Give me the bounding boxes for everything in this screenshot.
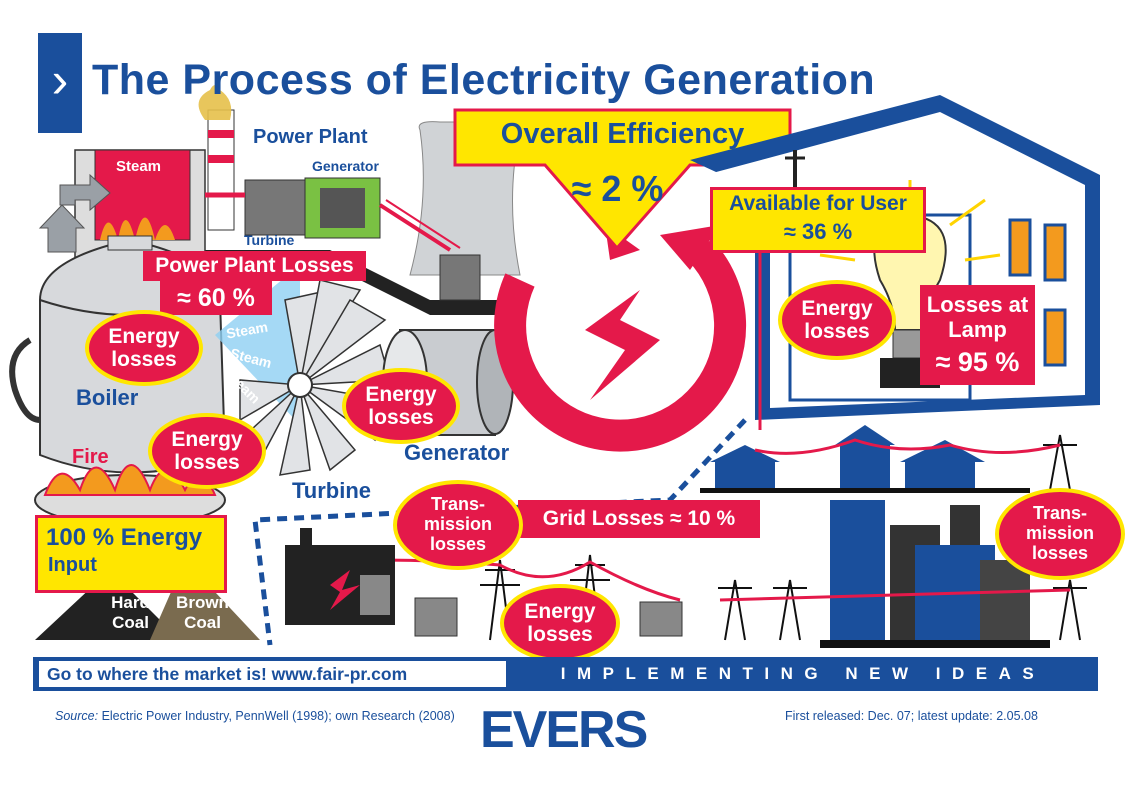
label-fire: Fire [72,446,109,468]
energy-losses-fire: Energy losses [148,413,266,489]
label-steam-top: Steam [116,158,162,175]
label-generator-top: Generator [312,158,379,174]
ellipse-text-1: Energy [801,296,873,320]
overall-efficiency-value: ≈ 2 % [571,168,664,209]
hard-coal-line1: Hard [111,593,150,612]
hard-coal [35,570,180,640]
losses-at-lamp-value: ≈ 95 % [935,346,1020,377]
hard-coal-label: Hard Coal [98,593,163,633]
energy-input-line1: 100 % Energy [46,524,203,551]
brown-coal-line2: Coal [184,613,221,632]
ellipse-text-1: Energy [171,427,243,451]
available-for-user-label: Available for User [729,192,907,215]
title-accent-bar [38,33,82,133]
footer-slogan: IMPLEMENTING NEW IDEAS [508,657,1098,691]
energy-input-box: 100 % Energy Input [35,515,227,593]
energy-losses-grid: Energy losses [500,584,620,662]
ellipse-text-1: Trans- [430,494,486,515]
losses-at-lamp-line2: Lamp [948,317,1007,343]
lightning-bolt-icon [585,290,660,400]
label-turbine-top: Turbine [244,232,295,248]
ellipse-text-2: losses [174,451,240,474]
grid-boundary [252,418,747,646]
available-for-user-value: ≈ 36 % [783,219,853,244]
chimney [207,109,235,231]
brown-coal-label: Brown Coal [170,593,235,633]
ellipse-text-2: losses [111,348,177,371]
available-for-user-box: Available for User ≈ 36 % [710,187,926,253]
ellipse-text-1: Energy [524,599,596,623]
airflow-arrow [38,204,86,253]
source-label: Source: [55,709,99,723]
transmission-losses-left: Trans- mission losses [393,480,523,570]
power-plant-losses-label: Power Plant Losses [143,251,366,281]
ellipse-text-3: losses [429,533,487,554]
ellipse-text-1: Trans- [1032,503,1088,524]
power-plant-losses-value: ≈ 60 % [160,281,272,315]
energy-losses-lamp: Energy losses [778,280,896,360]
overall-efficiency-label: Overall Efficiency [500,118,745,150]
energy-losses-boiler: Energy losses [85,310,203,386]
smoke [198,85,232,120]
source-note: Source: Electric Power Industry, PennWel… [55,709,455,723]
ellipse-text-2: mission [423,514,493,535]
ellipse-text-2: losses [368,406,434,429]
footer-tagline[interactable]: Go to where the market is! www.fair-pr.c… [39,661,506,687]
ellipse-text-2: losses [527,623,593,646]
label-generator: Generator [404,440,510,465]
source-text: Electric Power Industry, PennWell (1998)… [98,709,455,723]
plant-turbine [244,179,306,236]
ellipse-text-2: mission [1025,523,1095,544]
label-turbine: Turbine [292,478,372,503]
energy-input-line2: Input [48,554,97,576]
ellipse-text-2: losses [804,320,870,343]
energy-losses-generator: Energy losses [342,368,460,444]
town-houses [700,425,1030,493]
label-boiler: Boiler [76,385,139,410]
losses-at-lamp-box: Losses at Lamp ≈ 95 % [920,285,1035,385]
label-power-plant: Power Plant [253,126,368,148]
evers-logo: EVERS [480,701,648,759]
ellipse-text-1: Energy [108,324,180,348]
plant-transformer [439,254,481,301]
losses-at-lamp-line1: Losses at [926,292,1029,318]
chevron-right-icon: › [51,52,69,108]
power-station [285,528,683,637]
cycle-arrow [494,225,747,452]
grid-losses-box: Grid Losses ≈ 10 % [518,500,760,538]
release-note: First released: Dec. 07; latest update: … [785,709,1038,723]
page-title: The Process of Electricity Generation [92,56,876,104]
brown-coal-line1: Brown [176,593,229,612]
ellipse-text-1: Energy [365,382,437,406]
ellipse-text-3: losses [1031,542,1089,563]
hard-coal-line2: Coal [112,613,149,632]
transmission-losses-right: Trans- mission losses [995,488,1125,580]
overall-efficiency-arrow [453,108,792,251]
